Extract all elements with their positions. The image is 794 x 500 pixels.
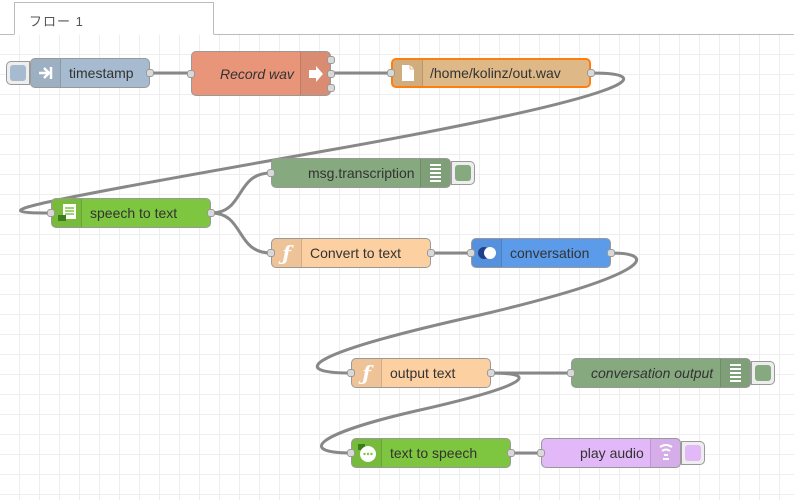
watson-stt-icon bbox=[52, 199, 82, 227]
node-label: conversation bbox=[510, 245, 590, 261]
node-text-to-speech[interactable]: text to speech bbox=[347, 438, 515, 468]
output-port[interactable] bbox=[507, 449, 515, 457]
node-play-audio[interactable]: play audio bbox=[537, 438, 681, 468]
output-port[interactable] bbox=[327, 56, 335, 64]
node-label: output text bbox=[390, 365, 456, 381]
input-port[interactable] bbox=[347, 369, 355, 377]
output-port[interactable] bbox=[146, 69, 154, 77]
input-port[interactable] bbox=[387, 69, 395, 77]
node-convert-to-text[interactable]: ƒ Convert to text bbox=[267, 238, 435, 268]
node-conversation-output[interactable]: conversation output bbox=[567, 358, 751, 388]
node-msg-transcription[interactable]: msg.transcription bbox=[267, 158, 451, 188]
input-port[interactable] bbox=[467, 249, 475, 257]
audio-toggle-button[interactable] bbox=[681, 441, 705, 465]
input-port[interactable] bbox=[267, 169, 275, 177]
node-conversation[interactable]: conversation bbox=[467, 238, 615, 268]
input-port[interactable] bbox=[187, 70, 195, 78]
function-icon: ƒ bbox=[272, 239, 302, 267]
output-port[interactable] bbox=[207, 209, 215, 217]
input-port[interactable] bbox=[347, 449, 355, 457]
output-port[interactable] bbox=[327, 70, 335, 78]
input-port[interactable] bbox=[267, 249, 275, 257]
wire[interactable] bbox=[209, 171, 273, 215]
input-port[interactable] bbox=[47, 209, 55, 217]
node-label: Record wav bbox=[220, 66, 294, 82]
output-port[interactable] bbox=[587, 69, 595, 77]
tab-bar: フロー 1 bbox=[0, 0, 794, 35]
input-port[interactable] bbox=[567, 369, 575, 377]
node-record-wav[interactable]: Record wav bbox=[187, 51, 335, 96]
function-icon: ƒ bbox=[352, 359, 382, 387]
conversation-icon bbox=[472, 239, 502, 267]
node-speech-to-text[interactable]: speech to text bbox=[47, 198, 215, 228]
debug-toggle-button[interactable] bbox=[751, 361, 775, 385]
arrow-right-icon bbox=[300, 52, 330, 95]
output-port[interactable] bbox=[607, 249, 615, 257]
node-label: play audio bbox=[580, 445, 644, 461]
inject-button[interactable] bbox=[6, 61, 30, 85]
debug-icon bbox=[720, 359, 750, 387]
tab-flow-1[interactable]: フロー 1 bbox=[14, 2, 214, 35]
node-label: msg.transcription bbox=[308, 165, 415, 181]
node-timestamp[interactable]: timestamp bbox=[30, 58, 154, 88]
wire[interactable] bbox=[209, 211, 273, 255]
arrow-in-icon bbox=[31, 59, 61, 87]
debug-toggle-button[interactable] bbox=[451, 161, 475, 185]
wire[interactable] bbox=[319, 371, 521, 455]
file-icon bbox=[393, 60, 423, 86]
output-port[interactable] bbox=[327, 84, 335, 92]
node-label: text to speech bbox=[390, 445, 478, 461]
node-label: /home/kolinz/out.wav bbox=[430, 65, 561, 81]
output-port[interactable] bbox=[427, 249, 435, 257]
debug-icon bbox=[420, 159, 450, 187]
node-label: speech to text bbox=[90, 205, 178, 221]
input-port[interactable] bbox=[537, 449, 545, 457]
node-label: timestamp bbox=[69, 65, 134, 81]
node-label: conversation output bbox=[591, 365, 714, 381]
output-port[interactable] bbox=[487, 369, 495, 377]
audio-icon bbox=[650, 439, 680, 467]
watson-tts-icon bbox=[352, 439, 382, 467]
node-output-text[interactable]: ƒ output text bbox=[347, 358, 495, 388]
wire[interactable] bbox=[19, 71, 626, 215]
node-label: Convert to text bbox=[310, 245, 402, 261]
wire[interactable] bbox=[315, 251, 639, 375]
node-file-out[interactable]: /home/kolinz/out.wav bbox=[387, 58, 595, 88]
